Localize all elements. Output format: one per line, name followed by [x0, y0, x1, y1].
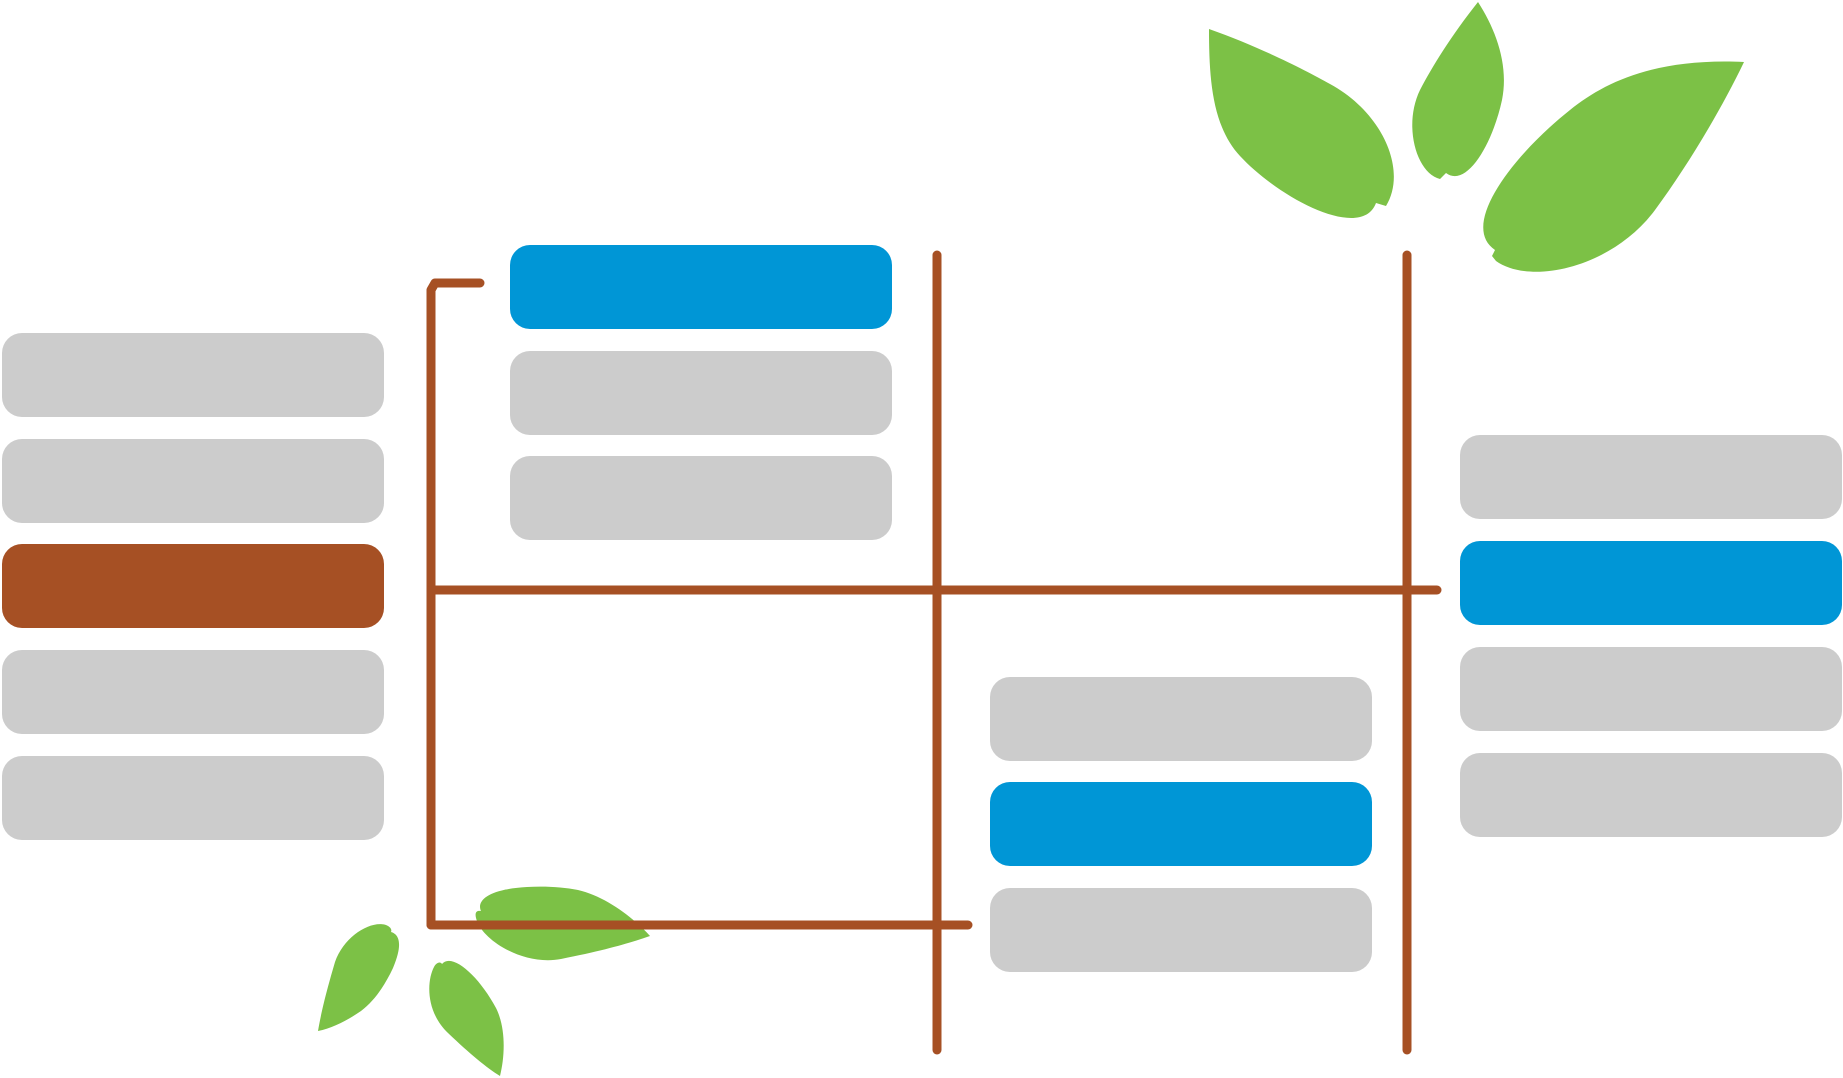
bracket-slot-highlight — [990, 782, 1372, 866]
bracket-slot-empty — [2, 756, 384, 840]
column-left — [2, 333, 384, 840]
leaf-icon — [429, 960, 504, 1076]
bracket-slot-highlight — [1460, 541, 1842, 625]
bracket-slot-empty — [2, 650, 384, 734]
bracket-slot-empty — [990, 677, 1372, 761]
bracket-slot-empty — [510, 351, 892, 435]
bracket-slot-source — [2, 544, 384, 628]
bracket-slot-highlight — [510, 245, 892, 329]
leaf-icon — [1209, 29, 1394, 219]
bracket-slot-empty — [2, 333, 384, 417]
bracket-slot-empty — [2, 439, 384, 523]
bracket-slot-empty — [990, 888, 1372, 972]
leaf-icon — [1412, 2, 1504, 179]
bracket-connectors — [426, 250, 1442, 1055]
bracket-slot-empty — [1460, 435, 1842, 519]
column-lower-middle — [990, 677, 1372, 972]
bracket-connector-line — [426, 278, 485, 930]
bracket-slot-empty — [510, 456, 892, 540]
column-right — [1460, 435, 1842, 837]
bracket-slot-empty — [1460, 753, 1842, 837]
leaf-icon — [1483, 61, 1744, 272]
bracket-slot-empty — [1460, 647, 1842, 731]
leaf-cluster-bottom — [318, 886, 650, 1076]
leaf-cluster-top — [1209, 2, 1744, 272]
column-upper-middle — [510, 245, 892, 540]
leaf-icon — [318, 924, 400, 1031]
